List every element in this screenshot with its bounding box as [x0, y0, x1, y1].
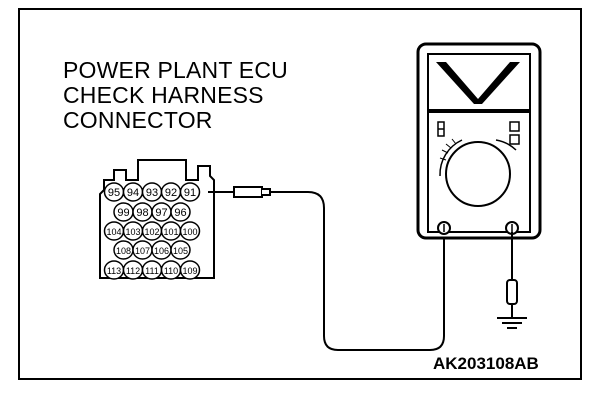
ground-lead	[506, 232, 518, 318]
connector-pin	[179, 221, 201, 241]
diagram-frame	[18, 8, 582, 380]
pin-label-98: 98	[136, 207, 148, 219]
pin-label-92: 92	[165, 187, 177, 199]
connector-pin	[170, 202, 191, 222]
pin-label-103: 103	[125, 227, 140, 237]
connector-pin	[170, 240, 191, 260]
pin-label-93: 93	[146, 187, 158, 199]
pin-label-109: 109	[182, 266, 197, 276]
pin-label-112: 112	[126, 266, 140, 276]
pin-label-108: 108	[116, 246, 131, 256]
pin-label-106: 106	[154, 246, 169, 256]
pin-label-100: 100	[182, 227, 197, 237]
voltmeter-icon	[416, 42, 542, 240]
title-line-1: POWER PLANT ECU	[63, 57, 288, 83]
pin-label-105: 105	[173, 246, 188, 256]
connector-pins: 95 94 93 92 91 99 98 97 96 104 103 102 101 100 108 107 1…	[103, 182, 201, 280]
pin-label-96: 96	[174, 207, 186, 219]
pin-label-111: 111	[145, 266, 159, 276]
pin-label-102: 102	[144, 227, 159, 237]
pin-label-104: 104	[106, 227, 121, 237]
connector-title: POWER PLANT ECU CHECK HARNESS CONNECTOR	[63, 58, 288, 133]
pin-label-91: 91	[184, 187, 196, 199]
ground-symbol-icon	[497, 317, 527, 329]
pin-label-99: 99	[117, 207, 129, 219]
connector-pin	[179, 182, 201, 202]
test-lead-wire	[270, 191, 445, 351]
pin-label-97: 97	[155, 207, 167, 219]
pin-label-95: 95	[108, 187, 120, 199]
connector-pin	[179, 260, 201, 280]
figure-code: AK203108AB	[433, 354, 539, 373]
pin-label-94: 94	[127, 187, 139, 199]
pin-label-101: 101	[163, 227, 178, 237]
ecu-connector: 95 94 93 92 91 99 98 97 96 104 103 102 101 100 108 107 1…	[99, 159, 215, 280]
title-line-2: CHECK HARNESS	[63, 82, 264, 108]
pin-label-107: 107	[135, 246, 150, 256]
probe-plug	[208, 186, 271, 198]
pin-label-113: 113	[107, 266, 121, 276]
pin-label-110: 110	[164, 266, 178, 276]
title-line-3: CONNECTOR	[63, 107, 213, 133]
